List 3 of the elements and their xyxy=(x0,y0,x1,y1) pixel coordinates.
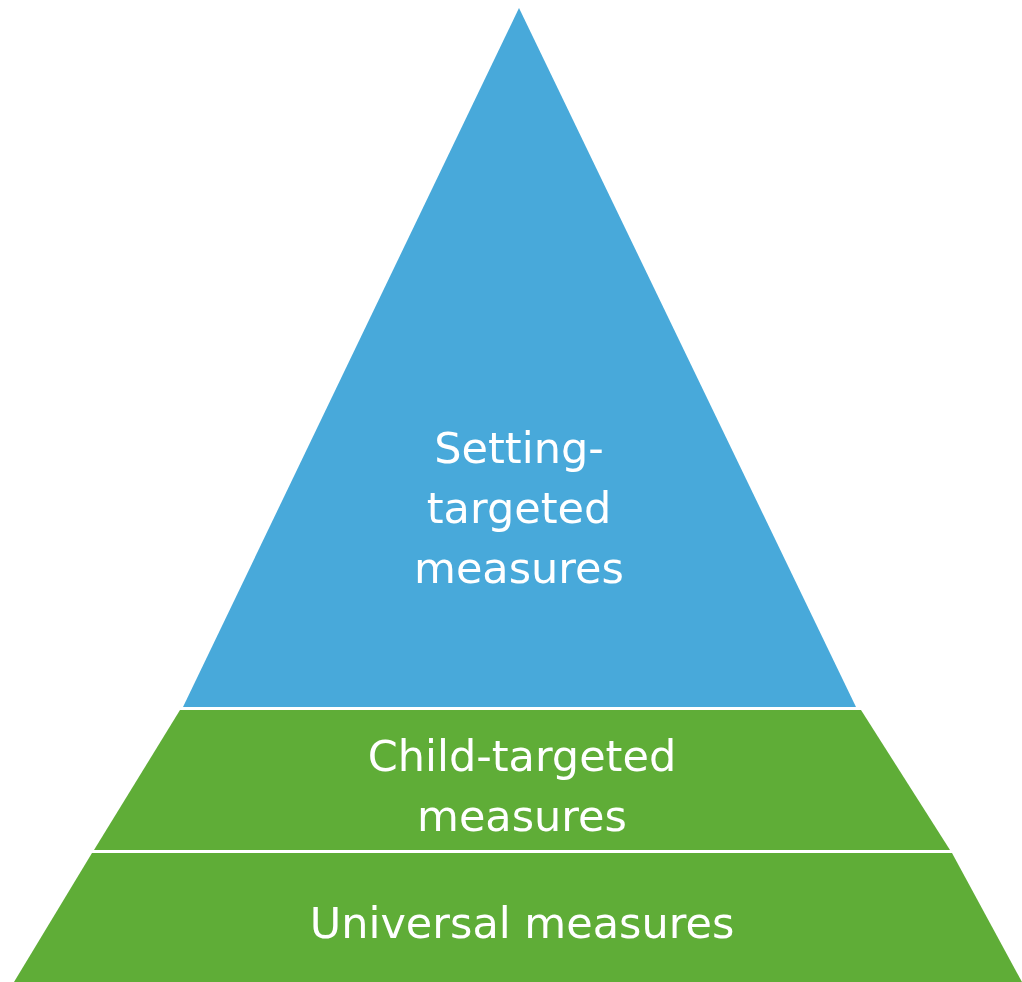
tier-label: Universal measures xyxy=(309,897,735,950)
tier-label: Child-targeted measures xyxy=(366,730,678,843)
tier-label: Setting-targeted measures xyxy=(413,422,625,595)
